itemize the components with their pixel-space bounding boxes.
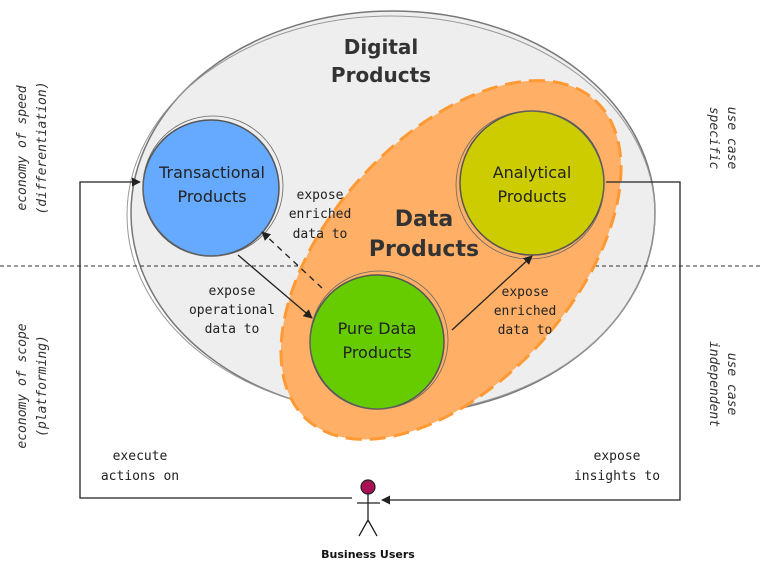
arrow-transactional-to-pure: [237, 254, 313, 319]
svg-text:execute: execute: [113, 449, 168, 464]
svg-text:operational: operational: [189, 303, 275, 318]
analytical-label-line2: Products: [497, 187, 566, 206]
svg-text:independent: independent: [706, 341, 721, 427]
label-expose-insights: expose insights to: [574, 449, 660, 484]
svg-text:expose: expose: [297, 188, 344, 203]
svg-text:expose: expose: [594, 449, 641, 464]
business-users-actor: Business Users: [321, 479, 415, 561]
svg-text:use case: use case: [724, 107, 739, 170]
svg-text:economy of speed: economy of speed: [15, 85, 30, 210]
arrow-pure-to-analytical: [451, 255, 533, 331]
transactional-products-node: Transactional Products: [142, 115, 284, 257]
analytical-products-node: Analytical Products: [455, 110, 605, 260]
svg-text:economy of scope: economy of scope: [15, 323, 30, 448]
svg-text:enriched: enriched: [289, 207, 352, 222]
digital-products-title-line1: Digital: [344, 35, 419, 59]
label-expose-enriched-right: expose enriched data to: [494, 285, 557, 338]
side-label-use-case-specific: use case specific: [706, 107, 739, 170]
svg-text:actions on: actions on: [101, 469, 179, 484]
svg-text:expose: expose: [502, 285, 549, 300]
data-products-title-line1: Data: [395, 207, 453, 232]
svg-text:(differentiation): (differentiation): [35, 81, 50, 214]
transactional-label-line1: Transactional: [158, 163, 265, 182]
svg-text:data to: data to: [293, 227, 348, 242]
pure-data-label-line1: Pure Data: [338, 319, 417, 338]
svg-text:expose: expose: [209, 284, 256, 299]
digital-products-title-line2: Products: [331, 63, 431, 87]
svg-text:insights to: insights to: [574, 469, 660, 484]
side-label-use-case-independent: use case independent: [706, 341, 739, 427]
arrow-analytical-to-users: [381, 181, 681, 505]
svg-text:data to: data to: [205, 322, 260, 337]
svg-text:(platforming): (platforming): [35, 335, 50, 437]
svg-text:use case: use case: [724, 353, 739, 416]
side-label-economy-of-scope: economy of scope (platforming): [15, 323, 50, 448]
pure-data-label-line2: Products: [342, 343, 411, 362]
svg-text:specific: specific: [706, 107, 721, 170]
arrow-pure-to-transactional-dashed: [261, 231, 323, 289]
svg-text:enriched: enriched: [494, 304, 557, 319]
label-execute-actions: execute actions on: [101, 449, 179, 484]
business-users-label: Business Users: [321, 548, 415, 561]
svg-text:data to: data to: [498, 323, 553, 338]
data-products-title-line2: Products: [369, 237, 479, 262]
analytical-label-line1: Analytical: [493, 163, 572, 182]
arrow-users-to-transactional: [79, 177, 352, 499]
label-expose-enriched-top: expose enriched data to: [289, 188, 352, 242]
side-label-economy-of-speed: economy of speed (differentiation): [15, 81, 50, 214]
pure-data-products-node: Pure Data Products: [309, 270, 449, 410]
actor-head: [360, 479, 376, 495]
transactional-label-line2: Products: [177, 187, 246, 206]
label-expose-operational: expose operational data to: [189, 284, 275, 337]
